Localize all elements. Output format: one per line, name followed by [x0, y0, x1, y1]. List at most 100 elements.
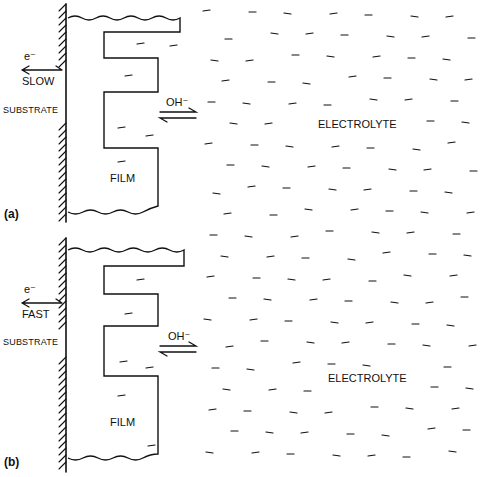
charge-dash	[410, 190, 417, 191]
charge-dash	[447, 325, 454, 326]
charge-dash	[170, 45, 177, 46]
charge-dash	[348, 259, 355, 260]
charge-dash	[413, 149, 420, 150]
charge-dash	[468, 37, 475, 38]
charge-dash	[310, 299, 317, 300]
charge-dash	[291, 236, 298, 237]
charge-dash	[452, 408, 459, 409]
hatch-stroke	[59, 371, 66, 378]
charge-dash	[406, 408, 413, 409]
charge-dash	[227, 164, 234, 165]
charge-dash	[469, 345, 476, 346]
charge-dash	[444, 366, 451, 367]
hatch-stroke	[59, 207, 66, 214]
charge-dash	[389, 169, 396, 170]
hatch-stroke	[59, 172, 66, 179]
charge-dash	[332, 146, 339, 147]
charge-dash	[345, 300, 352, 301]
charge-dash	[250, 319, 257, 320]
charge-dash	[289, 103, 296, 104]
charge-dash	[267, 256, 274, 257]
charge-dash	[323, 279, 330, 280]
charge-dash	[301, 432, 308, 433]
charge-dash	[120, 361, 127, 362]
charge-dash	[404, 275, 411, 276]
hatch-stroke	[59, 322, 66, 329]
charge-dash	[326, 230, 333, 231]
charge-dash	[253, 277, 260, 278]
charge-dash	[328, 363, 335, 364]
charge-dash	[245, 236, 252, 237]
substrate-surface	[65, 4, 67, 222]
charge-dash	[329, 189, 336, 190]
charge-dash	[430, 79, 437, 80]
charge-dash	[244, 410, 251, 411]
charge-dash	[351, 209, 358, 210]
hatch-stroke	[59, 60, 66, 67]
charge-dash	[251, 144, 258, 145]
hatch-stroke	[59, 137, 66, 144]
charge-dash	[349, 76, 356, 77]
charge-dash	[427, 120, 434, 121]
hatch-stroke	[59, 46, 66, 53]
charge-dash	[304, 390, 311, 391]
charge-dash	[287, 453, 294, 454]
hatch-stroke	[59, 308, 66, 315]
charge-dash	[261, 340, 268, 341]
charge-dash	[369, 280, 376, 281]
charge-dash	[408, 57, 415, 58]
hatch-stroke	[59, 287, 66, 294]
charge-dash	[429, 253, 436, 254]
hatch-stroke	[59, 259, 66, 266]
hatch-stroke	[59, 238, 66, 245]
hatch-stroke	[59, 39, 66, 46]
hatch-stroke	[59, 427, 66, 434]
charge-dash	[462, 122, 469, 123]
charge-dash	[148, 445, 155, 446]
charge-dash	[383, 252, 390, 253]
rate-label: SLOW	[22, 75, 54, 88]
charge-dash	[288, 279, 295, 280]
charge-dash	[283, 187, 290, 188]
film-label: FILM	[110, 172, 135, 185]
ion-label: OH⁻	[166, 96, 188, 109]
film-label: FILM	[110, 416, 135, 429]
charge-dash	[146, 367, 153, 368]
hatch-stroke	[59, 123, 66, 130]
electron-arrow	[22, 299, 62, 307]
region-label: SUBSTRATE	[3, 336, 58, 349]
charge-dash	[426, 302, 433, 303]
charge-dash	[306, 33, 313, 34]
charge-dash	[293, 362, 300, 363]
charge-dash	[246, 60, 253, 61]
hatch-stroke	[59, 364, 66, 371]
charge-dash	[223, 389, 230, 390]
charge-dash	[248, 186, 255, 187]
hatch-stroke	[59, 144, 66, 151]
charge-dash	[265, 123, 272, 124]
charge-dash	[403, 456, 410, 457]
substrate-hatching	[59, 4, 66, 469]
charge-dash	[445, 192, 452, 193]
charge-dash	[292, 54, 299, 55]
charge-dash	[286, 146, 293, 147]
charge-dash	[271, 33, 278, 34]
hatch-stroke	[59, 441, 66, 448]
charge-dash	[448, 142, 455, 143]
charge-dash	[249, 11, 256, 12]
charge-dash	[464, 255, 471, 256]
charge-dash	[343, 167, 350, 168]
ion-label: OH⁻	[168, 330, 190, 343]
panel-label: (a)	[4, 208, 19, 221]
charge-dash	[368, 455, 375, 456]
charge-dash	[443, 59, 450, 60]
rate-label: FAST	[22, 308, 50, 321]
charge-dash	[264, 299, 271, 300]
charge-dash	[325, 412, 332, 413]
charge-dash	[207, 276, 214, 277]
charge-dash	[366, 322, 373, 323]
charge-dash	[229, 297, 236, 298]
charge-dashes	[203, 10, 477, 457]
charge-dash	[331, 322, 338, 323]
charge-dash	[226, 346, 233, 347]
